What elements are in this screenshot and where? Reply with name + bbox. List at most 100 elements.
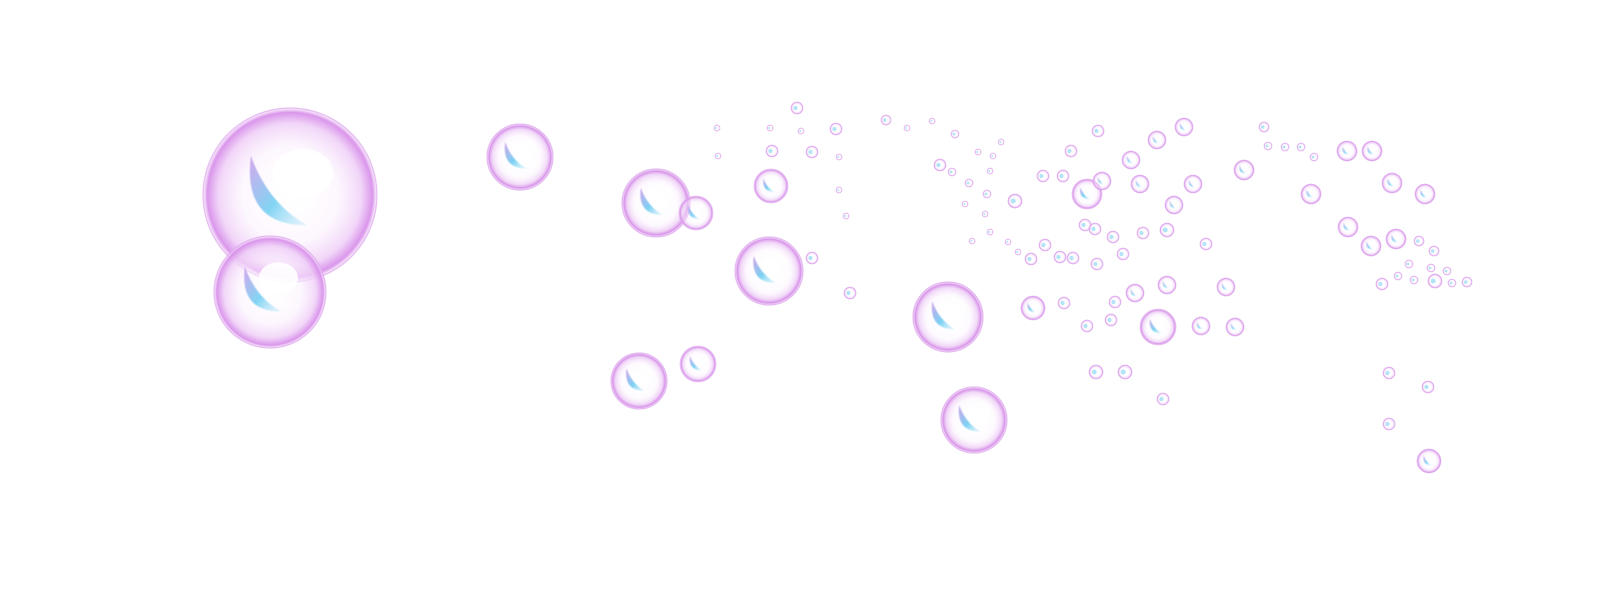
soap-bubble: [1117, 364, 1133, 380]
bubble-highlight: [1154, 317, 1167, 328]
bubble-highlight: [1165, 280, 1172, 286]
soap-bubble: [1381, 172, 1403, 194]
bubble-iridescence: [808, 149, 813, 155]
bubble-iridescence: [688, 205, 700, 219]
bubble-iridescence: [1411, 278, 1415, 282]
bubble-iridescence: [1385, 421, 1390, 427]
bubble-iridescence: [958, 405, 981, 432]
bubble-iridescence: [1027, 302, 1036, 313]
soap-bubble: [1280, 142, 1290, 152]
bubble-iridescence: [1196, 321, 1203, 330]
bubble-iridescence: [716, 154, 719, 158]
soap-bubble: [1337, 216, 1359, 238]
bubble-iridescence: [930, 119, 933, 123]
bubble-iridescence: [949, 170, 953, 174]
soap-bubble: [1385, 228, 1407, 250]
bubble-iridescence: [1230, 322, 1237, 331]
bubble-iridescence: [1016, 250, 1019, 254]
bubble-highlight: [258, 262, 298, 294]
bubble-iridescence: [844, 214, 847, 218]
bubble-iridescence: [905, 126, 908, 130]
soap-bubble: [1036, 169, 1050, 183]
soap-bubble: [982, 189, 992, 199]
soap-bubble: [797, 127, 805, 135]
bubble-iridescence: [1444, 269, 1448, 273]
soap-bubble: [1216, 277, 1236, 297]
bubble-highlight: [1345, 145, 1352, 152]
soap-bubble: [1421, 380, 1435, 394]
soap-bubble: [1336, 140, 1358, 162]
bubble-iridescence: [808, 255, 813, 261]
soap-bubble: [1020, 295, 1046, 321]
soap-bubble: [805, 145, 819, 159]
soap-bubble: [1461, 276, 1473, 288]
soap-bubble: [1038, 238, 1052, 252]
soap-bubble: [1088, 222, 1102, 236]
soap-bubble: [1416, 448, 1442, 474]
soap-bubble: [1090, 257, 1104, 271]
soap-bubble: [213, 235, 327, 349]
soap-bubble: [928, 117, 936, 125]
bubble-iridescence: [1261, 125, 1265, 129]
soap-bubble: [1007, 193, 1023, 209]
soap-bubble: [997, 138, 1005, 146]
bubble-iridescence: [984, 192, 988, 196]
bubble-highlight: [1369, 240, 1376, 247]
bubble-iridescence: [1343, 222, 1350, 231]
soap-bubble: [1174, 117, 1194, 137]
bubble-iridescence: [1091, 226, 1096, 232]
bubble-iridescence: [1391, 234, 1398, 243]
soap-bubble: [947, 167, 957, 177]
soap-bubble: [1147, 130, 1167, 150]
soap-bubble: [829, 122, 843, 136]
soap-bubble: [713, 124, 721, 132]
bubble-iridescence: [1239, 165, 1246, 174]
bubble-iridescence: [1152, 135, 1159, 144]
bubble-iridescence: [832, 126, 837, 132]
bubble-highlight: [1133, 288, 1140, 294]
soap-bubble: [1130, 174, 1150, 194]
bubble-iridescence: [1387, 178, 1394, 187]
bubble-iridescence: [1120, 369, 1126, 375]
bubble-iridescence: [1080, 187, 1090, 200]
bubble-highlight: [1423, 188, 1430, 195]
bubble-highlight: [762, 252, 786, 273]
bubble-iridescence: [1126, 155, 1133, 164]
soap-bubble: [989, 152, 997, 160]
soap-bubble: [1233, 159, 1255, 181]
bubble-iridescence: [1130, 288, 1137, 297]
bubble-iridescence: [988, 169, 991, 173]
bubble-iridescence: [931, 301, 955, 330]
bubble-highlight: [649, 184, 673, 205]
soap-bubble: [880, 114, 892, 126]
soap-bubble: [753, 168, 789, 204]
soap-bubble: [678, 195, 714, 231]
bubble-iridescence: [1311, 155, 1315, 159]
soap-bubble: [1004, 238, 1012, 246]
bubble-iridescence: [1298, 145, 1302, 149]
bubble-highlight: [1224, 282, 1231, 288]
bubble-highlight: [1390, 177, 1397, 184]
soap-bubble: [835, 153, 843, 161]
soap-bubble: [1409, 275, 1419, 285]
soap-bubble: [1413, 235, 1425, 247]
bubble-iridescence: [753, 255, 776, 283]
soap-bubble: [1064, 144, 1078, 158]
bubble-highlight: [767, 176, 780, 187]
bubble-iridescence: [799, 129, 802, 133]
soap-bubble: [679, 345, 717, 383]
bubble-highlight: [1182, 122, 1189, 128]
bubble-iridescence: [1431, 249, 1435, 253]
soap-bubble: [968, 237, 976, 245]
bubble-highlight: [1242, 164, 1249, 171]
bubble-iridescence: [952, 132, 956, 136]
bubble-iridescence: [1367, 146, 1374, 155]
bubble-highlight: [1129, 155, 1136, 161]
bubble-iridescence: [1162, 227, 1168, 233]
bubble-iridescence: [983, 212, 986, 216]
soap-bubble: [1300, 183, 1322, 205]
soap-bubble: [964, 178, 974, 188]
bubble-highlight: [1426, 454, 1436, 462]
bubble-iridescence: [1097, 176, 1104, 185]
bubble-iridescence: [1342, 146, 1349, 155]
